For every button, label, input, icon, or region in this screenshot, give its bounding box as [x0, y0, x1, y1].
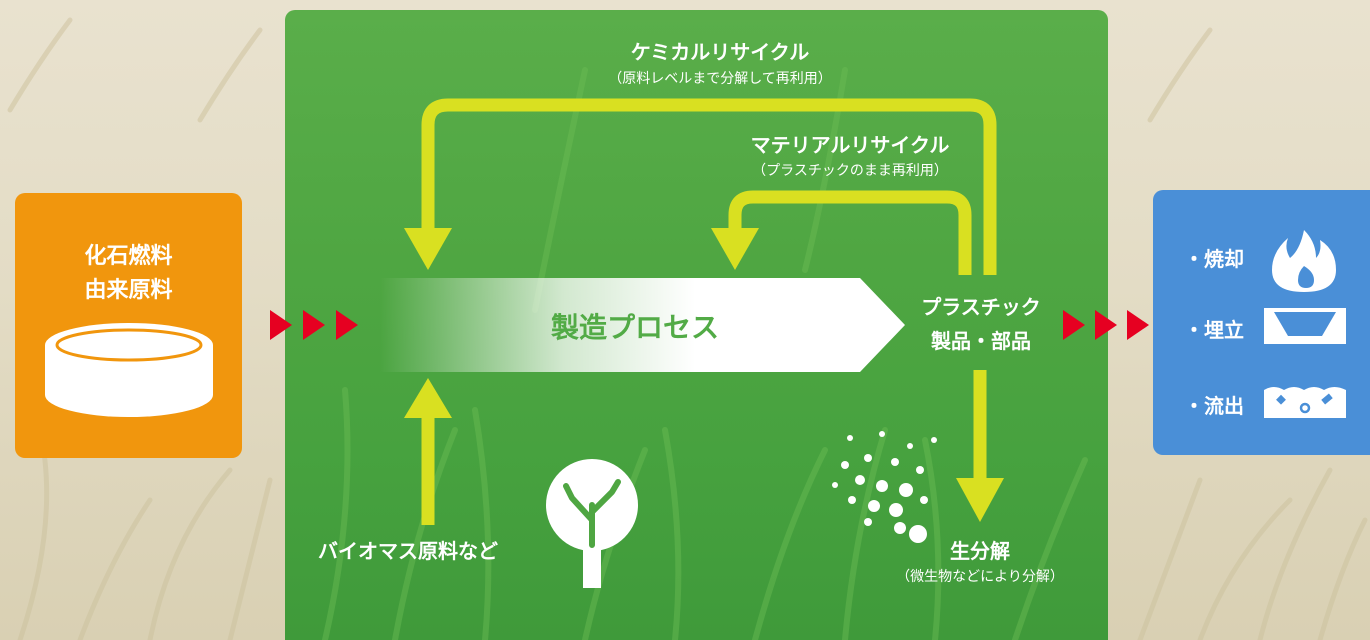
process-label: 製造プロセス — [550, 311, 719, 344]
biodegrade-arrow — [956, 370, 1004, 522]
disposal-item-incineration: ・焼却 — [1184, 247, 1244, 271]
cylinder-icon — [45, 323, 213, 417]
particles-icon — [832, 431, 937, 543]
fossil-source-line2: 由来原料 — [84, 278, 173, 303]
material-recycle-arrow — [711, 190, 972, 275]
chevron-arrows-right — [1063, 310, 1149, 340]
chemical-recycle-subtitle: （原料レベルまで分解して再利用） — [608, 71, 832, 87]
fossil-source-line1: 化石燃料 — [84, 244, 173, 269]
product-line2: 製品・部品 — [931, 329, 1031, 353]
fire-icon — [1272, 230, 1336, 292]
disposal-item-outflow: ・流出 — [1184, 394, 1244, 418]
chemical-recycle-title: ケミカルリサイクル — [630, 40, 810, 64]
product-line1: プラスチック — [921, 295, 1041, 319]
biodegrade-title: 生分解 — [950, 539, 1010, 563]
landfill-icon — [1264, 308, 1346, 344]
biodegrade-subtitle: （微生物などにより分解） — [896, 569, 1064, 585]
tree-icon — [546, 459, 638, 588]
product-label: プラスチック 製品・部品 — [896, 290, 1066, 358]
disposal-item-landfill: ・埋立 — [1184, 318, 1244, 342]
chemical-recycle-arrow — [404, 98, 997, 275]
process-arrow — [380, 278, 905, 372]
material-recycle-subtitle: （プラスチックのまま再利用） — [752, 163, 948, 179]
chevron-arrows-left — [270, 310, 358, 340]
material-recycle-title: マテリアルリサイクル — [750, 133, 950, 157]
biomass-label: バイオマス原料など — [318, 539, 498, 563]
water-pollution-icon — [1264, 387, 1346, 418]
biomass-arrow — [404, 378, 452, 525]
fossil-source-label: 化石燃料 由来原料 — [15, 240, 242, 308]
